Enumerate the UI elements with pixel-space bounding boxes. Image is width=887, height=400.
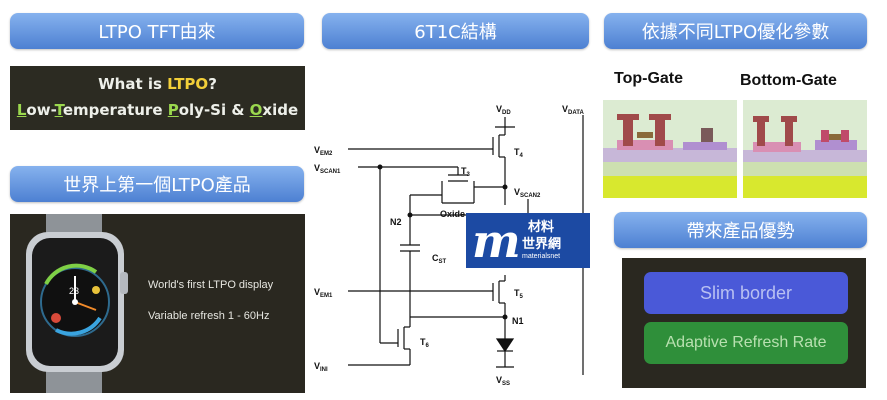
svg-text:N1: N1: [512, 316, 524, 326]
svg-text:VEM1: VEM1: [314, 287, 333, 299]
header-ltpo-origin: LTPO TFT由來: [10, 13, 304, 49]
svg-text:VSS: VSS: [496, 375, 510, 387]
svg-text:VDD: VDD: [496, 104, 511, 116]
header-6t1c-structure: 6T1C結構: [322, 13, 589, 49]
svg-text:T3: T3: [461, 166, 471, 178]
logo-cn-top: 材料: [528, 220, 555, 235]
logo-cn-bottom: 世界網: [522, 237, 562, 252]
watch-caption-line2: Variable refresh 1 - 60Hz: [148, 310, 270, 322]
ltpo-question: What is LTPO?: [98, 75, 217, 93]
top-gate-cross-section: [603, 100, 737, 198]
svg-text:T6: T6: [420, 337, 430, 349]
logo-en: materialsnet: [522, 253, 561, 260]
svg-text:m: m: [472, 214, 521, 268]
header-advantages: 帶來產品優勢: [614, 212, 867, 248]
6t1c-circuit-diagram: VDD VDATA VEM2 VSCAN1 T4 T3 Oxide VSCAN2…: [314, 104, 584, 387]
bottom-gate-label: Bottom-Gate: [740, 72, 837, 89]
svg-text:VINI: VINI: [314, 361, 328, 373]
svg-text:CST: CST: [432, 253, 447, 265]
bottom-gate-cross-section: [743, 100, 867, 198]
header-ltpo-params: 依據不同LTPO優化參數: [604, 13, 867, 49]
slim-border-button[interactable]: Slim border: [644, 272, 848, 314]
svg-text:VSCAN1: VSCAN1: [314, 163, 341, 175]
svg-text:N2: N2: [390, 217, 402, 227]
adaptive-refresh-button[interactable]: Adaptive Refresh Rate: [644, 322, 848, 364]
header-first-product: 世界上第一個LTPO產品: [10, 166, 304, 202]
svg-text:Oxide: Oxide: [440, 209, 465, 219]
svg-text:VSCAN2: VSCAN2: [514, 187, 541, 199]
ltpo-definition-panel: What is LTPO? Low-Temperature Poly-Si & …: [10, 66, 305, 130]
watch-caption-line1: World's first LTPO display: [148, 279, 274, 291]
apple-watch-image: 23: [26, 214, 128, 393]
watch-panel: 23 World's first LTPO display Variable r…: [10, 214, 305, 393]
logo-mark: m: [472, 214, 521, 268]
advantages-panel: Slim border Adaptive Refresh Rate: [622, 258, 866, 388]
top-gate-label: Top-Gate: [614, 70, 684, 87]
materialsnet-logo: m 材料 世界網 materialsnet: [466, 213, 590, 268]
svg-text:23: 23: [69, 286, 79, 296]
svg-text:T5: T5: [514, 288, 524, 300]
svg-text:VEM2: VEM2: [314, 145, 333, 157]
svg-text:VDATA: VDATA: [562, 104, 584, 116]
ltpo-expansion: Low-Temperature Poly-Si & Oxide: [16, 101, 299, 119]
svg-text:T4: T4: [514, 147, 524, 159]
